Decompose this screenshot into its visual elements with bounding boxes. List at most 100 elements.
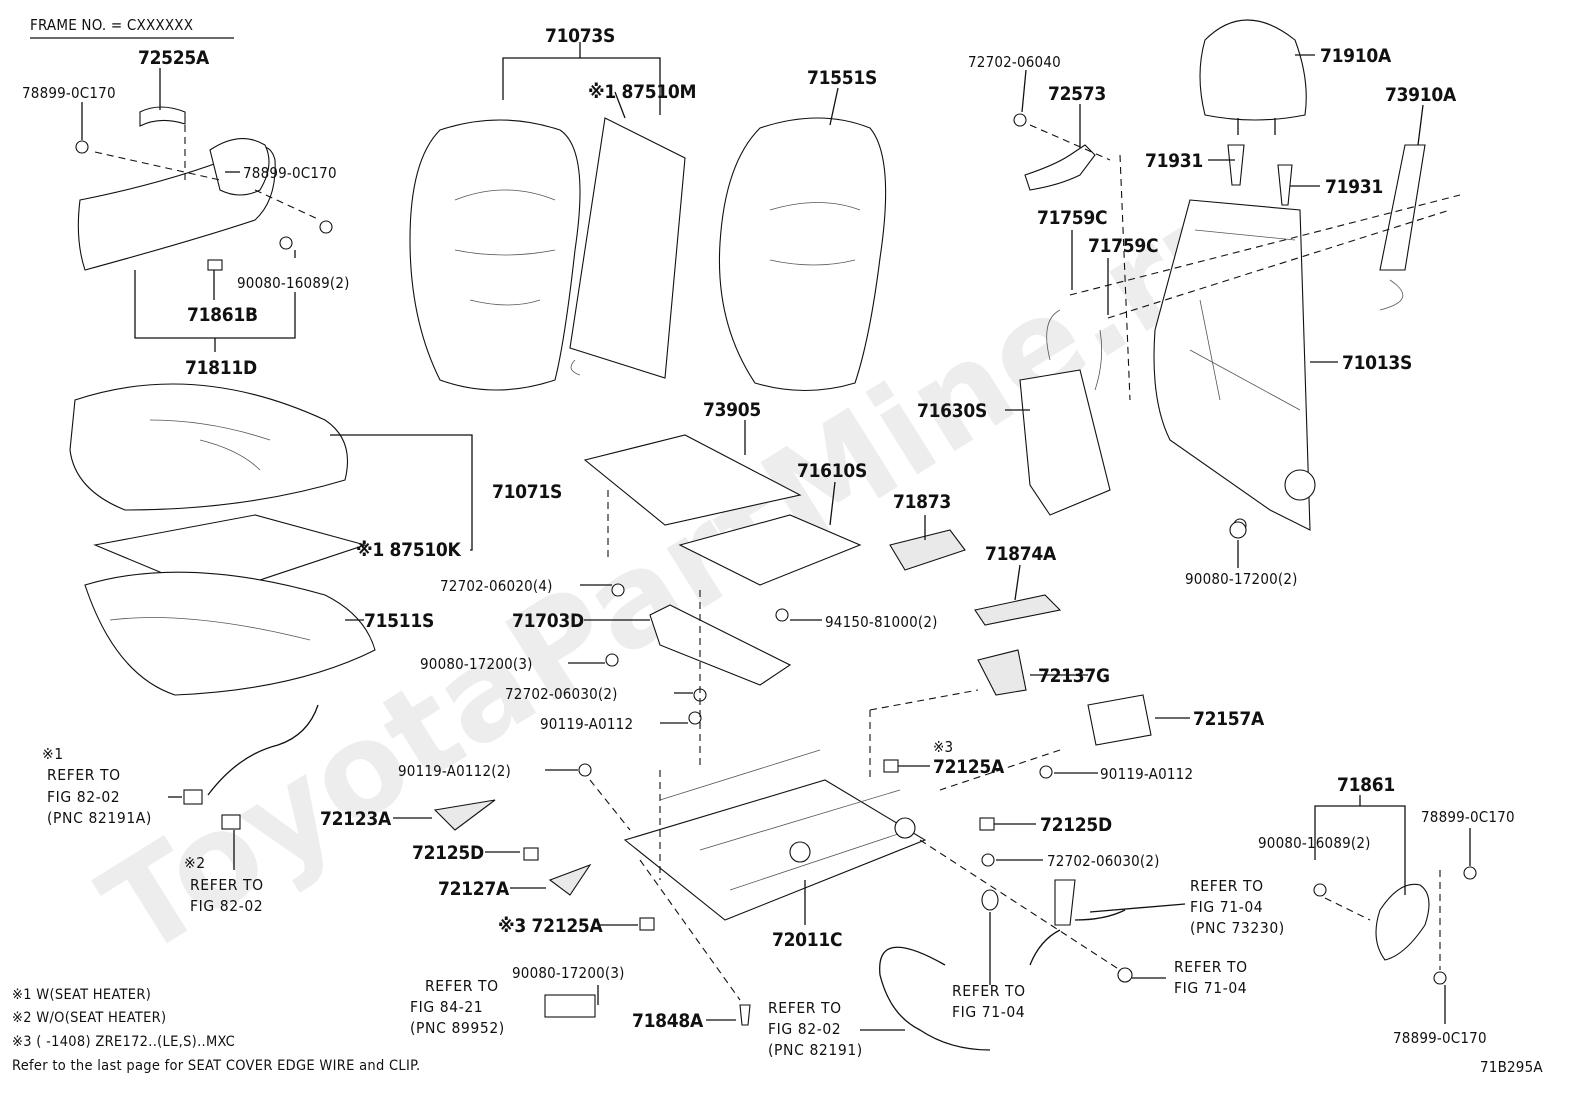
leader-lines (81, 42, 1471, 1031)
nut-71-04 (1117, 967, 1133, 983)
armrest-assembly-71811D (75, 106, 333, 271)
label-78899-0C170-d: 78899-0C170 (1393, 1029, 1487, 1047)
cover-72137G (977, 649, 1027, 696)
label-72525A: 72525A (138, 47, 210, 69)
clip-72125A-a (883, 759, 899, 773)
clip-72125A-b (639, 917, 655, 931)
cover-72127A (548, 863, 592, 896)
ref-71-04-a: REFER TO FIG 71-04 (952, 982, 1026, 1021)
side-airbag-73910A (1379, 144, 1426, 311)
label-90119-A0112-a: 90119-A0112 (540, 715, 633, 733)
footnotes: ※1 W(SEAT HEATER) ※2 W/O(SEAT HEATER) ※3… (12, 987, 420, 1074)
bolt-90119-A0112 (1039, 765, 1053, 779)
ref-71-04-a-line1: REFER TO (952, 982, 1026, 1000)
bracket-72573 (1024, 144, 1096, 191)
label-71873: 71873 (893, 491, 951, 513)
label-71910A: 71910A (1320, 45, 1392, 67)
footnote-1: ※1 W(SEAT HEATER) (12, 987, 151, 1003)
spring-71610S (678, 514, 862, 586)
label-72123A: 72123A (320, 808, 392, 830)
label-72125D-a: 72125D (412, 842, 484, 864)
label-71630S: 71630S (917, 400, 987, 422)
bolt-90119-A0112-a (688, 711, 702, 725)
label-71610S: 71610S (797, 460, 867, 482)
seatback-pad-71551S (718, 117, 887, 391)
ref-82191-line2: FIG 82-02 (768, 1020, 841, 1038)
label-72125D-b: 72125D (1040, 814, 1112, 836)
label-72137G: 72137G (1038, 665, 1110, 687)
part-labels: 72525A 78899-0C170 78899-0C170 90080-160… (22, 25, 1515, 1047)
seat-cushion-cover-71071S (69, 383, 349, 511)
ref-82191A-line2: FIG 82-02 (47, 788, 120, 806)
bolt-72702-06040 (1013, 113, 1027, 127)
label-71874A: 71874A (985, 543, 1057, 565)
ref-82-02-note2-line1: REFER TO (190, 876, 264, 894)
label-71703D: 71703D (512, 610, 584, 632)
connector-82191A (183, 789, 203, 805)
bolt-90119-A0112-2 (578, 763, 592, 777)
label-72125A-b: ※3 72125A (498, 915, 604, 937)
ref-82191A-mark: ※1 (42, 745, 64, 763)
pan-73905 (583, 434, 802, 526)
label-73910A: 73910A (1385, 84, 1457, 106)
bolt-72702-06030-b (981, 853, 995, 867)
ref-82191: REFER TO FIG 82-02 (PNC 82191) (768, 999, 863, 1059)
ref-82191A-line3: (PNC 82191A) (47, 809, 152, 827)
nut-90080-17200-3 (605, 653, 619, 667)
nut-90080-17200 (1229, 521, 1247, 539)
ref-71-04-b: REFER TO FIG 71-04 (1174, 958, 1248, 997)
armrest-71861 (1313, 866, 1477, 985)
label-71551S: 71551S (807, 67, 877, 89)
ref-82191A-line1: REFER TO (47, 766, 121, 784)
washer (981, 889, 999, 911)
label-87510M: ※1 87510M (588, 81, 696, 103)
seat-track-72011C (623, 749, 927, 921)
headrest-71910A (1199, 19, 1307, 206)
ref-82191A: ※1 REFER TO FIG 82-02 (PNC 82191A) (42, 745, 152, 827)
label-72011C: 72011C (772, 929, 842, 951)
trim-71874A (974, 594, 1062, 626)
lumbar-support-71630S (1019, 309, 1111, 516)
label-71848A: 71848A (632, 1010, 704, 1032)
ref-89952: REFER TO FIG 84-21 (PNC 89952) (410, 977, 504, 1037)
ref-73230-line3: (PNC 73230) (1190, 919, 1285, 937)
clip-72125D-a (523, 847, 539, 861)
ref-82-02-note2-line2: FIG 82-02 (190, 897, 263, 915)
label-72702-06030-2-b: 72702-06030(2) (1047, 852, 1160, 870)
ref-82-02-note2: ※2 REFER TO FIG 82-02 (184, 854, 264, 915)
label-90080-16089-2-a: 90080-16089(2) (237, 274, 350, 292)
footnote-3: ※3 ( -1408) ZRE172..(LE,S)..MXC (12, 1034, 235, 1050)
ref-73230: REFER TO FIG 71-04 (PNC 73230) (1190, 877, 1285, 937)
label-71013S: 71013S (1342, 352, 1412, 374)
label-71861: 71861 (1337, 774, 1395, 796)
harness-82191 (879, 946, 991, 1051)
label-71931-a: 71931 (1145, 150, 1203, 172)
label-71759C-b: 71759C (1088, 235, 1158, 257)
ref-82191-line1: REFER TO (768, 999, 842, 1017)
label-72702-06030-2-a: 72702-06030(2) (505, 685, 618, 703)
label-71759C-a: 71759C (1037, 207, 1107, 229)
seat-belt-buckle (1029, 879, 1126, 966)
ref-73230-line1: REFER TO (1190, 877, 1264, 895)
label-72702-06020-4: 72702-06020(4) (440, 577, 553, 595)
label-90080-17200-3-a: 90080-17200(3) (420, 655, 533, 673)
cover-72123A (433, 799, 496, 831)
module-89952 (544, 994, 596, 1018)
label-72127A: 72127A (438, 878, 510, 900)
ref-71-04-b-line1: REFER TO (1174, 958, 1248, 976)
ref-71-04-a-line2: FIG 71-04 (952, 1003, 1025, 1021)
label-78899-0C170-a: 78899-0C170 (22, 84, 116, 102)
harness-82191A (207, 704, 319, 796)
label-72573: 72573 (1048, 83, 1106, 105)
ref-82-02-note2-mark: ※2 (184, 854, 206, 872)
bolt-71848A (739, 1004, 751, 1026)
footnote-4: Refer to the last page for SEAT COVER ED… (12, 1058, 420, 1074)
label-90119-A0112-2: 90119-A0112(2) (398, 762, 511, 780)
label-72125A-a: 72125A (933, 756, 1005, 778)
label-71073S: 71073S (545, 25, 615, 47)
label-78899-0C170-c: 78899-0C170 (1421, 808, 1515, 826)
label-71811D: 71811D (185, 357, 257, 379)
ref-89952-line2: FIG 84-21 (410, 998, 483, 1016)
ref-82191-line3: (PNC 82191) (768, 1041, 863, 1059)
label-71511S: 71511S (364, 610, 434, 632)
